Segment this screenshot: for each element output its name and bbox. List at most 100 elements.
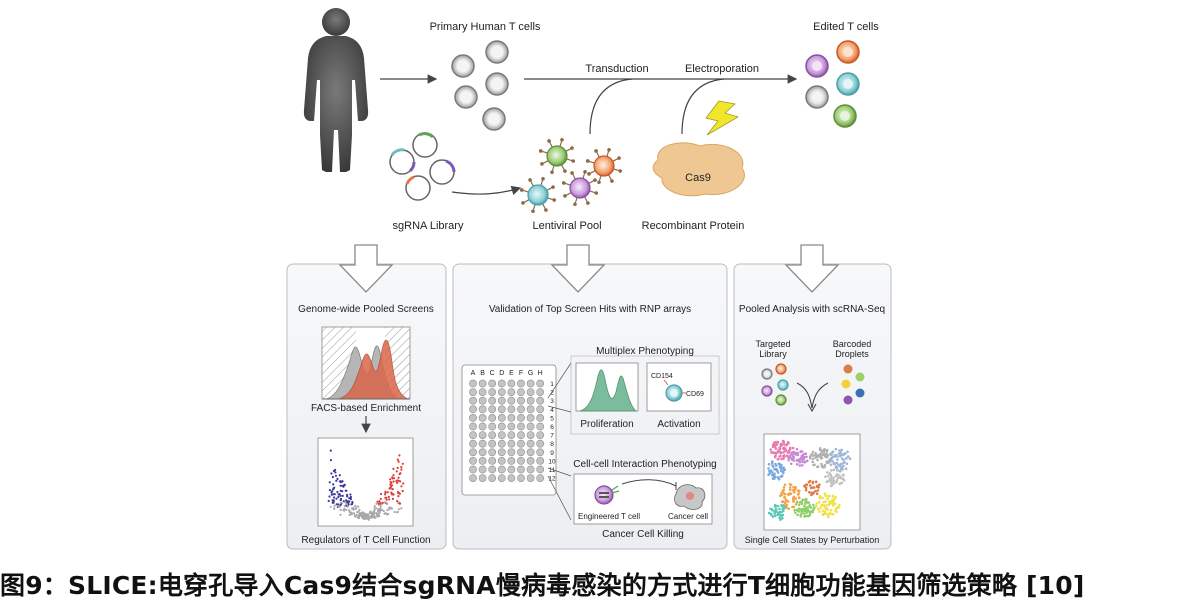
volcano-point	[339, 481, 342, 484]
umap-point	[780, 514, 783, 517]
volcano-point	[336, 477, 339, 480]
umap-point	[845, 462, 849, 466]
volcano-point	[357, 510, 360, 513]
volcano-point	[362, 517, 365, 520]
umap-point	[831, 481, 834, 484]
plate-column-label: H	[538, 370, 543, 377]
volcano-point	[351, 512, 354, 515]
umap-point	[781, 439, 785, 443]
barcoded-droplets	[841, 364, 865, 405]
plate-well	[488, 439, 497, 448]
volcano-point	[397, 495, 400, 498]
umap-point	[795, 447, 799, 451]
activated-cell-icon	[663, 379, 686, 402]
volcano-point	[389, 478, 392, 481]
umap-point	[819, 447, 822, 450]
plate-well	[469, 448, 477, 457]
umap-point	[769, 469, 773, 473]
plate-well	[469, 474, 477, 482]
umap-point	[783, 483, 787, 487]
volcano-point	[339, 513, 342, 516]
cellcell-label: Cell-cell Interaction Phenotyping	[573, 459, 716, 470]
umap-point	[798, 460, 802, 464]
umap-point	[812, 486, 816, 489]
volcano-point	[399, 472, 402, 475]
umap-point	[811, 457, 815, 461]
volcano-point	[358, 514, 361, 518]
plate-well	[517, 422, 525, 431]
inhibition-arrow	[621, 479, 677, 487]
plate-row-label: 10	[548, 458, 556, 465]
umap-point	[795, 501, 799, 504]
volcano-point	[390, 491, 393, 494]
volcano-point	[354, 515, 357, 518]
umap-point	[804, 514, 807, 518]
plate-well	[488, 413, 497, 422]
umap-point	[821, 496, 824, 500]
volcano-point	[379, 509, 382, 512]
umap-point	[812, 503, 815, 507]
plate-well	[497, 405, 506, 414]
umap-point	[802, 512, 806, 515]
plate-row-label: 12	[548, 476, 556, 483]
umap-point	[825, 480, 828, 484]
cd154-label: CD154	[651, 373, 673, 380]
plate-well	[469, 396, 477, 405]
plate-wells	[469, 379, 545, 482]
volcano-point	[398, 502, 402, 505]
volcano-point	[377, 512, 380, 515]
volcano-point	[355, 513, 358, 517]
umap-point	[797, 496, 801, 499]
volcano-point	[385, 498, 388, 501]
umap-point	[828, 472, 831, 476]
volcano-point	[332, 483, 335, 486]
umap-point	[807, 480, 811, 484]
umap-point	[794, 487, 797, 491]
umap-point	[836, 476, 840, 480]
plate-well	[526, 465, 535, 474]
umap-point	[794, 485, 797, 489]
plate-well	[526, 405, 535, 414]
volcano-point	[396, 466, 399, 469]
volcano-point	[350, 507, 353, 510]
proliferation-label: Proliferation	[580, 419, 633, 430]
zoom-line	[547, 362, 572, 399]
umap-point	[820, 451, 824, 454]
volcano-point	[339, 489, 342, 492]
umap-point	[808, 504, 812, 508]
figure-caption: 图9：SLICE:电穿孔导入Cas9结合sgRNA慢病毒感染的方式进行T细胞功能…	[0, 571, 1085, 600]
umap-point	[815, 502, 819, 505]
plate-well	[507, 422, 516, 431]
plate-well	[526, 379, 535, 388]
volcano-point	[344, 501, 347, 504]
plate-row-label: 4	[550, 407, 554, 414]
plate-well	[469, 439, 477, 448]
volcano-point	[387, 512, 390, 516]
umap-point	[787, 500, 790, 503]
umap-point	[784, 499, 788, 503]
umap-point	[794, 503, 798, 506]
volcano-point	[390, 507, 393, 510]
volcano-point	[328, 489, 332, 492]
plate-column-label: B	[480, 370, 485, 377]
plate-well	[536, 422, 545, 431]
sgrna-library-label: sgRNA Library	[393, 220, 464, 232]
plate-well	[497, 388, 506, 396]
umap-point	[805, 455, 808, 459]
umap-point	[786, 441, 790, 444]
umap-point	[815, 505, 818, 508]
plate-well	[478, 422, 487, 431]
umap-point	[803, 502, 807, 506]
volcano-point	[379, 492, 383, 496]
umap-point	[848, 457, 852, 461]
umap-point	[831, 512, 834, 516]
umap-point	[783, 496, 786, 499]
umap-point	[796, 453, 800, 457]
umap-point	[779, 454, 782, 458]
umap-point	[834, 495, 837, 499]
volcano-point	[336, 490, 339, 494]
umap-point	[771, 464, 774, 467]
volcano-point	[379, 497, 382, 500]
volcano-point	[349, 493, 352, 496]
